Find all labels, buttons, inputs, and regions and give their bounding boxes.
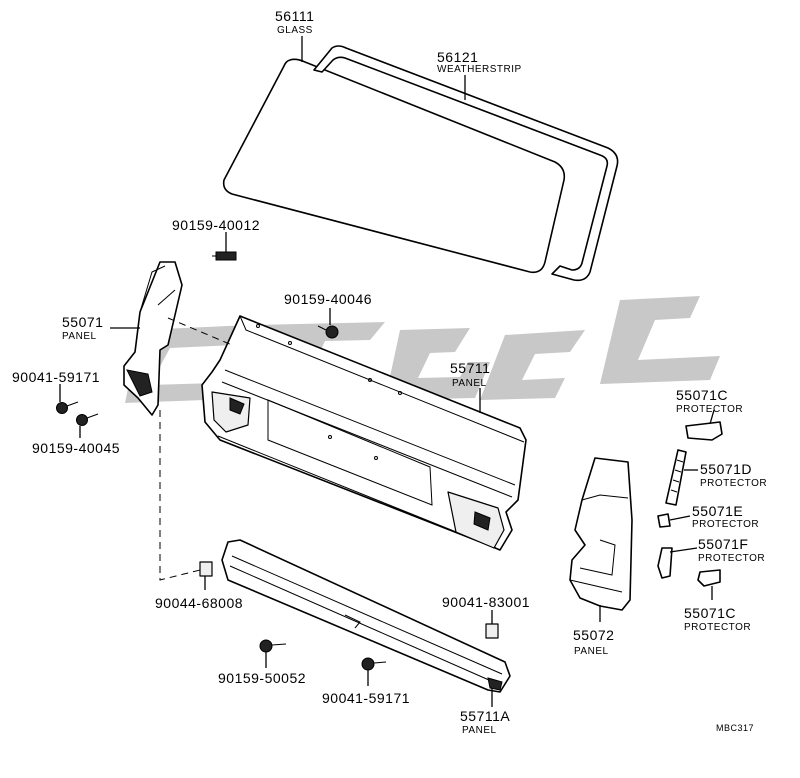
label-90159-40012: 90159-40012 (172, 217, 260, 233)
label-56111-name: GLASS (277, 25, 313, 36)
label-55071c-bottom-name: PROTECTOR (684, 622, 751, 633)
protector-55071f (657, 547, 673, 579)
label-55072-number: 55072 (573, 627, 614, 643)
screw-90041-59171-bottom (361, 657, 387, 671)
label-55711a-number: 55711A (460, 708, 510, 724)
protector-55071c-top (685, 421, 723, 441)
label-55071c-top-name: PROTECTOR (676, 404, 743, 415)
label-56121-name: WEATHERSTRIP (437, 64, 522, 75)
screw-90159-40046 (317, 325, 339, 339)
label-55071-name: PANEL (62, 331, 97, 342)
label-90159-40046: 90159-40046 (284, 291, 372, 307)
label-90041-83001: 90041-83001 (442, 594, 530, 610)
label-90159-40045: 90159-40045 (32, 440, 120, 456)
label-55071f-name: PROTECTOR (698, 553, 765, 564)
protector-55071e (657, 513, 671, 528)
screw-90041-59171-left (56, 401, 79, 414)
label-55071d-name: PROTECTOR (700, 478, 767, 489)
glass-56111 (222, 58, 566, 274)
label-55071e-number: 55071E (692, 503, 743, 519)
label-90041-59171-bottom: 90041-59171 (322, 690, 410, 706)
label-55071c-bottom-number: 55071C (684, 605, 736, 621)
label-55072-name: PANEL (574, 646, 609, 657)
label-55711-number: 55711 (450, 360, 490, 376)
label-55711-name: PANEL (452, 378, 487, 389)
protector-55071c-bottom (697, 569, 721, 587)
label-56111-number: 56111 (275, 8, 314, 24)
screw-90159-50052 (259, 639, 287, 653)
label-55711a-name: PANEL (462, 725, 497, 736)
label-55071e-name: PROTECTOR (692, 519, 759, 530)
label-55071d-number: 55071D (700, 461, 752, 477)
label-55071c-top-number: 55071C (676, 387, 728, 403)
label-90159-50052: 90159-50052 (218, 670, 306, 686)
clip-90041-83001 (485, 623, 499, 639)
label-56121-number: 56121 (437, 49, 478, 65)
protector-55071d (665, 449, 687, 506)
panel-55711 (201, 315, 527, 551)
panel-55711a (221, 539, 511, 693)
diagram-code: MBC317 (716, 723, 754, 733)
panel-55071 (123, 261, 183, 416)
clip-90159-40012 (212, 251, 237, 261)
clip-90044-68008 (199, 561, 213, 577)
panel-55072 (569, 457, 633, 611)
leader-lines (59, 36, 715, 707)
weatherstrip-56121 (313, 45, 619, 282)
label-55071-number: 55071 (62, 314, 103, 330)
screw-90159-40045 (76, 413, 99, 426)
label-55071f-number: 55071F (698, 536, 748, 552)
label-90041-59171-left: 90041-59171 (12, 369, 100, 385)
label-90044-68008: 90044-68008 (155, 595, 243, 611)
assembly-dashed-lines (159, 317, 233, 581)
